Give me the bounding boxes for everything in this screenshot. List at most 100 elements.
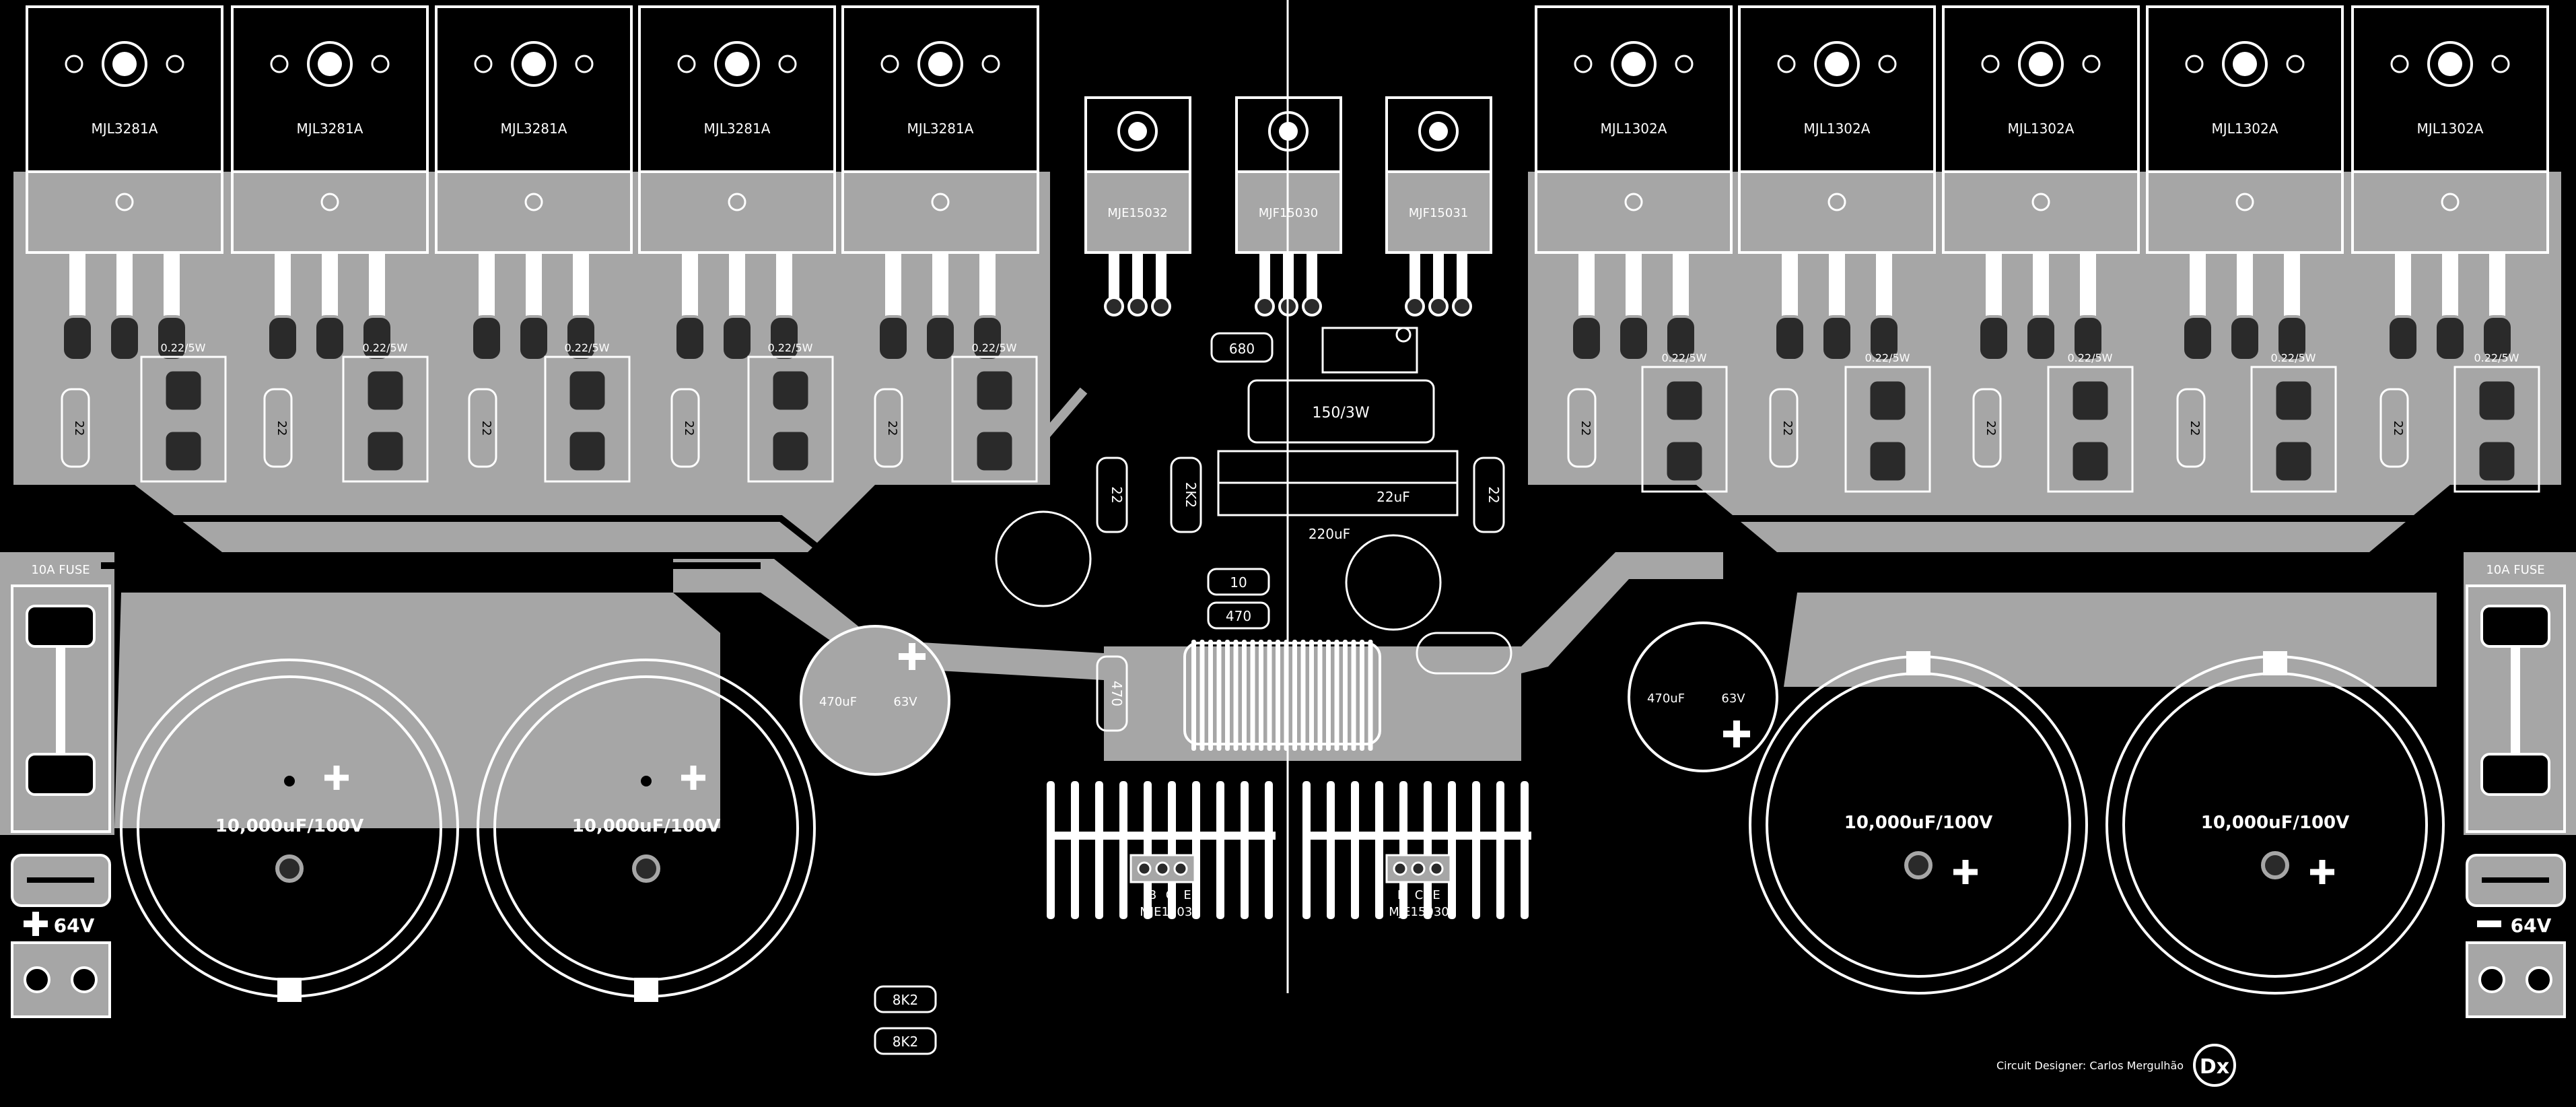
emitter-resistor-label: 0.22/5W [1865, 351, 1910, 364]
heatsink-left-pin-e: E [1183, 888, 1191, 902]
resistor-10-label: 10 [1230, 574, 1247, 591]
copper-right-filter-pour [1784, 593, 2437, 687]
heatsink-right-pin-e: E [1432, 888, 1440, 902]
mounting-hole-icon [2427, 41, 2473, 87]
output-transistor: MJL3281A [231, 5, 429, 362]
transistor-label: MJL3281A [501, 121, 567, 137]
small-cap-left: 470uF 63V [800, 625, 950, 776]
emitter-resistor: 0.22/5W [140, 341, 227, 483]
driver-transistors: MJE15032MJF15030MJF15031 [1084, 96, 1492, 316]
emitter-resistor: 0.22/5W [2047, 351, 2134, 493]
emitter-resistor-label: 0.22/5W [1661, 351, 1706, 364]
logo-text: Dx [2200, 1055, 2229, 1079]
base-resistor: 22 [670, 388, 700, 468]
fuse-right-label: 10A FUSE [2486, 563, 2544, 577]
transistor-label: MJL3281A [297, 121, 363, 137]
transistor-label: MJL3281A [92, 121, 158, 137]
resistor-22-right [1473, 457, 1505, 533]
mounting-hole-icon [714, 41, 760, 87]
emitter-resistor: 0.22/5W [2453, 351, 2540, 493]
output-transistor: MJL3281A [26, 5, 223, 362]
base-resistor: 22 [1769, 388, 1799, 468]
emitter-resistor-label: 0.22/5W [2474, 351, 2519, 364]
resistor-150-3w [1247, 379, 1435, 444]
copper-right-diagonal [1521, 552, 1723, 673]
supply-right-label: 64V [2511, 914, 2552, 937]
base-resistor-label: 22 [2391, 421, 2405, 436]
mounting-hole-icon [2018, 41, 2064, 87]
plus-icon [899, 643, 926, 670]
small-cap-left-voltage: 63V [893, 695, 917, 709]
cap-22uf-label: 22uF [1377, 489, 1410, 505]
resistor-8k2-b [874, 1027, 937, 1055]
resistor-2k2-label: 2K2 [1183, 482, 1199, 508]
output-transistor: MJL3281A [638, 5, 836, 362]
output-transistor: MJL1302A [1942, 5, 2140, 362]
mounting-hole-icon [917, 41, 963, 87]
base-resistor: 22 [1567, 388, 1597, 468]
filter-cap-4-label: 10,000uF/100V [2201, 813, 2350, 833]
driver-heatsinks [1047, 781, 1531, 919]
base-resistor-label: 22 [1578, 421, 1593, 436]
supply-left-label: 64V [54, 914, 95, 937]
mounting-hole-icon [307, 41, 353, 87]
heatsink-left-part: MJE15033 [1140, 905, 1199, 919]
base-resistor: 22 [2379, 388, 2409, 468]
filter-cap-3-label: 10,000uF/100V [1844, 813, 1993, 833]
mounting-hole-icon [1611, 41, 1657, 87]
emitter-resistor-label: 0.22/5W [362, 341, 407, 354]
driver-transistor: MJE15032 [1084, 96, 1191, 316]
heatsink-right-part: MJE15030 [1389, 905, 1449, 919]
output-transistor: MJL3281A [841, 5, 1039, 362]
mounting-hole-icon [1117, 111, 1158, 152]
resistor-8k2-a [874, 985, 937, 1013]
plus-icon [24, 912, 48, 936]
base-resistor-label: 22 [72, 421, 86, 436]
filter-cap-2-label: 10,000uF/100V [572, 816, 721, 836]
heatsink-left-pin-c: C [1166, 888, 1175, 902]
emitter-resistor-label: 0.22/5W [2270, 351, 2316, 364]
base-resistor: 22 [874, 388, 903, 468]
emitter-resistor: 0.22/5W [544, 341, 631, 483]
fuse-right: 10A FUSE 64V [2466, 563, 2566, 1018]
heatsink-right-pin-c: C [1415, 888, 1424, 902]
fuse-left-label: 10A FUSE [31, 563, 90, 577]
trimmer-screw-icon [1395, 327, 1412, 343]
copper-left-diagonal [673, 559, 1104, 680]
base-resistor-label: 22 [1780, 421, 1795, 436]
filter-capacitors [120, 651, 2445, 1002]
emitter-resistor-label: 0.22/5W [2067, 351, 2112, 364]
center-components: 680 150/3W 22uF 220uF 22 2K2 22 10 470 4… [874, 327, 1512, 1055]
transistor-label: MJL1302A [1601, 121, 1667, 137]
transistor-label: MJL1302A [2008, 121, 2075, 137]
emitter-resistor-label: 0.22/5W [767, 341, 812, 354]
filter-capacitor [2105, 651, 2445, 995]
emitter-resistor-label: 0.22/5W [160, 341, 205, 354]
diode-oval [1416, 632, 1512, 675]
resistor-470-vertical-label: 470 [1109, 681, 1125, 706]
emitter-resistor: 0.22/5W [1844, 351, 1931, 493]
base-resistor: 22 [2176, 388, 2206, 468]
driver-transistor: MJF15031 [1385, 96, 1492, 316]
mounting-hole-icon [511, 41, 557, 87]
cap-220uf-label: 220uF [1309, 526, 1350, 542]
output-transistor: MJL3281A [435, 5, 633, 362]
base-resistor-label: 22 [885, 421, 899, 436]
base-resistor: 22 [61, 388, 90, 468]
plus-icon [324, 766, 349, 790]
base-resistor: 22 [1972, 388, 2002, 468]
output-transistor: MJL1302A [2146, 5, 2344, 362]
resistor-10 [1207, 568, 1270, 596]
heatsink-left-pin-b: B [1148, 888, 1156, 902]
emitter-resistor: 0.22/5W [747, 341, 834, 483]
output-transistor: MJL1302A [2351, 5, 2549, 362]
transistor-label: MJL1302A [2212, 121, 2278, 137]
trace-isolation [74, 515, 2491, 595]
emitter-resistors: 0.22/5W 0.22/5W 0.22/5W 0.22/5W 0.22/5W 0.22/… [140, 341, 2540, 493]
transistor-label: MJL3281A [907, 121, 974, 137]
driver-label: MJF15031 [1409, 206, 1468, 220]
heatsink [1302, 781, 1531, 919]
